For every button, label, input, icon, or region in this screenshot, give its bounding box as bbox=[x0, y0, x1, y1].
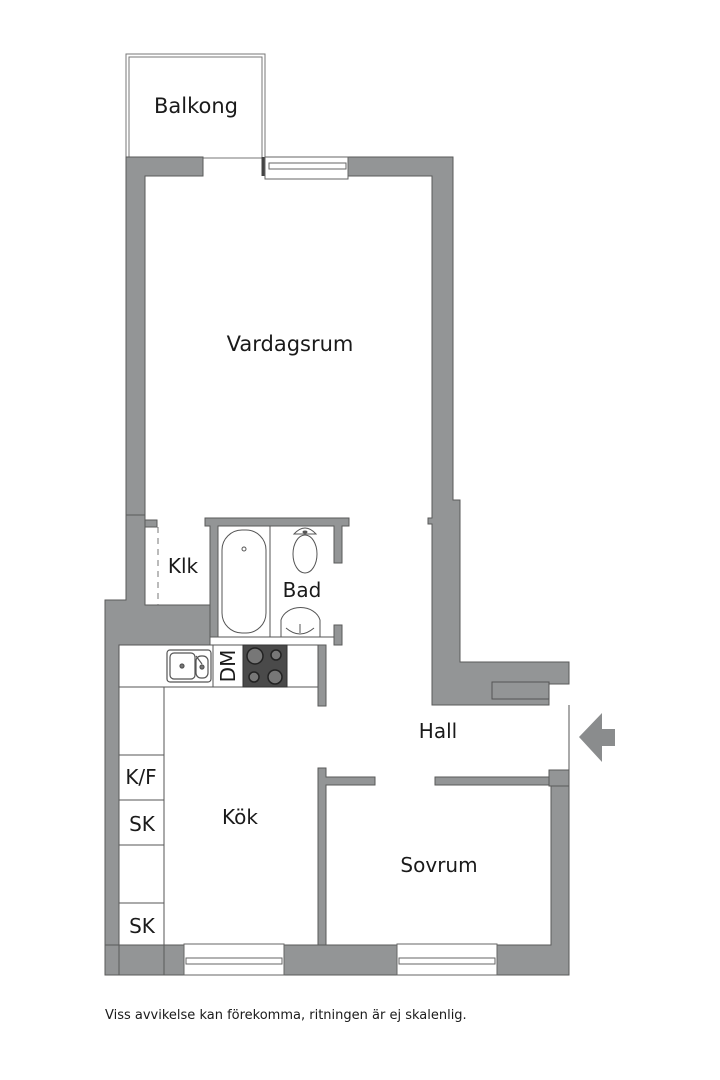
room-label-kok: Kök bbox=[222, 805, 258, 829]
windows bbox=[183, 156, 498, 976]
entrance-arrow-icon bbox=[579, 713, 615, 762]
room-label-sovrum: Sovrum bbox=[400, 853, 478, 877]
room-label-hall: Hall bbox=[418, 719, 458, 743]
room-label-klk: Klk bbox=[167, 554, 199, 578]
fixture-label-sk-1: SK bbox=[129, 812, 155, 836]
room-label-bad: Bad bbox=[282, 578, 322, 602]
fixture-label-kf: K/F bbox=[125, 765, 157, 789]
room-label-balkong: Balkong bbox=[153, 94, 239, 118]
disclaimer-text: Viss avvikelse kan förekomma, ritningen … bbox=[105, 1008, 467, 1023]
toilet-icon bbox=[292, 527, 318, 574]
fixture-label-sk-2: SK bbox=[129, 914, 155, 938]
stove-icon bbox=[242, 644, 288, 688]
room-label-vardagsrum: Vardagsrum bbox=[226, 332, 354, 356]
fixture-label-dm: DM bbox=[216, 649, 240, 683]
bath-sink-icon bbox=[280, 607, 321, 638]
bathtub-icon bbox=[221, 529, 267, 634]
interior-lines bbox=[118, 526, 570, 945]
kitchen-sink-icon bbox=[166, 649, 212, 683]
walls bbox=[104, 156, 570, 976]
